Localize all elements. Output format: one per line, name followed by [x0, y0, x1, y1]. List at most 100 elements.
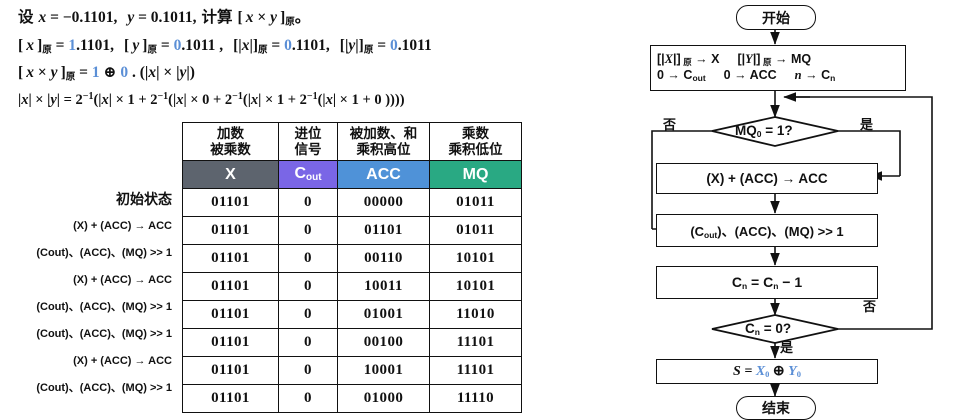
var-cell-acc: ACC: [337, 160, 430, 189]
var-cell-cout: Cout: [278, 160, 338, 189]
table-row: 01101 0 00100 11101: [182, 328, 522, 357]
problem-line-4: |x| × |y| = 2−1(|x| × 1 + 2−1(|x| × 0 + …: [18, 91, 405, 108]
decision1-sub: 0: [756, 129, 762, 140]
cell-cout: 0: [278, 216, 338, 245]
row-label: (X) + (ACC) → ACC: [73, 220, 172, 232]
init-x-assign: [|X|] 原 → X: [657, 52, 720, 68]
table-row: 01101 0 01001 11010: [182, 300, 522, 329]
cell-cout: 0: [278, 188, 338, 217]
cell-acc: 00000: [337, 188, 430, 217]
header-cell-mq: 乘数 乘积低位: [429, 122, 522, 161]
cell-mq: 11110: [429, 384, 522, 413]
flowchart-connectors: [651, 28, 933, 397]
cell-cout: 0: [278, 384, 338, 413]
header-line1: 乘数: [462, 126, 489, 142]
cell-cout: 0: [278, 244, 338, 273]
cell-acc: 01101: [337, 216, 430, 245]
problem-line-2: [ x ]原 = 1.1101,[ y ]原 = 0.1011 ,[|x|]原 …: [18, 37, 432, 56]
header-line2: 被乘数: [210, 141, 251, 157]
row-label: (X) + (ACC) → ACC: [73, 274, 172, 286]
init-row-2: 0 → Cout 0 → ACC n → Cn: [657, 68, 905, 84]
problem-line-3: [ x × y ]原 = 1 ⊕ 0 . (|x| × |y|): [18, 64, 195, 83]
init-y-assign: [|Y|] 原 → MQ: [737, 52, 812, 68]
header-cell-cout: 进位 信号: [278, 122, 338, 161]
header-cell-x: 加数 被乘数: [182, 122, 279, 161]
header-line2: 乘积高位: [356, 141, 411, 157]
cell-acc: 10011: [337, 272, 430, 301]
cell-cout: 0: [278, 356, 338, 385]
cell-x: 01101: [182, 188, 279, 217]
cell-x: 01101: [182, 384, 279, 413]
var-label-acc: ACC: [366, 165, 401, 183]
header-line1: 加数: [217, 126, 244, 142]
cell-acc: 01000: [337, 384, 430, 413]
row-label: 初始状态: [116, 191, 172, 207]
row-label: (X) + (ACC) → ACC: [73, 355, 172, 367]
header-line1: 进位: [294, 126, 322, 142]
table-header-variables: X Cout ACC MQ: [182, 160, 522, 189]
multiplication-flowchart: 开始 [|X|] 原 → X [|Y|] 原 → MQ 0 → Cout 0 →…: [620, 0, 957, 420]
flow-start-label: 开始: [762, 9, 790, 26]
var-cell-mq: MQ: [429, 160, 522, 189]
flow-decrement-label: Cn = Cn − 1: [731, 273, 803, 292]
cell-mq: 01011: [429, 188, 522, 217]
cell-x: 01101: [182, 244, 279, 273]
header-line2: 信号: [294, 141, 322, 157]
cell-acc: 00100: [337, 328, 430, 357]
cell-acc: 01001: [337, 300, 430, 329]
table-row-labels: 初始状态 (X) + (ACC) → ACC (Cout)、(ACC)、(MQ)…: [0, 186, 178, 402]
cell-mq: 11101: [429, 328, 522, 357]
flow-sign-label: S = X0 ⊕ Y0: [733, 364, 801, 380]
row-label: (Cout)、(ACC)、(MQ) >> 1: [36, 247, 172, 259]
row-label: (Cout)、(ACC)、(MQ) >> 1: [36, 301, 172, 313]
cell-x: 01101: [182, 328, 279, 357]
flow-sign-box: S = X0 ⊕ Y0: [656, 359, 878, 384]
decision1-base: MQ: [735, 123, 757, 138]
flow-add-label: (X) + (ACC) → ACC: [706, 171, 828, 186]
cell-cout: 0: [278, 300, 338, 329]
table-row: 01101 0 01000 11110: [182, 384, 522, 413]
table-row: 01101 0 00110 10101: [182, 244, 522, 273]
flow-branch-label-no-2: 否: [863, 299, 877, 314]
table-row: 01101 0 10011 10101: [182, 272, 522, 301]
flow-end-label: 结束: [762, 400, 790, 416]
row-label: (Cout)、(ACC)、(MQ) >> 1: [36, 382, 172, 394]
init-cn-assign: n → Cn: [794, 68, 836, 84]
cell-x: 01101: [182, 272, 279, 301]
var-label-cout: C: [294, 165, 306, 183]
header-line1: 被加数、和: [349, 126, 418, 142]
init-cout-assign: 0 → Cout: [657, 68, 706, 84]
table-row: 01101 0 01101 01011: [182, 216, 522, 245]
header-line2: 乘积低位: [448, 141, 503, 157]
flow-branch-label-yes-1: 是: [860, 117, 874, 132]
cell-mq: 11010: [429, 300, 522, 329]
flow-decision-cn-text: Cn = 0?: [745, 321, 792, 338]
flow-add-box: (X) + (ACC) → ACC: [656, 163, 878, 194]
cell-mq: 10101: [429, 272, 522, 301]
cell-cout: 0: [278, 328, 338, 357]
row-label: (Cout)、(ACC)、(MQ) >> 1: [36, 328, 172, 340]
flow-branch-label-no-1: 否: [663, 117, 677, 132]
cell-mq: 10101: [429, 244, 522, 273]
multiplication-trace-table: 加数 被乘数 进位 信号 被加数、和 乘积高位 乘数 乘积低位 X Cou: [182, 122, 522, 413]
init-row-1: [|X|] 原 → X [|Y|] 原 → MQ: [657, 52, 905, 68]
flow-branch-label-yes-2: 是: [780, 340, 794, 355]
var-label-cout-sub: out: [306, 172, 322, 184]
cell-x: 01101: [182, 356, 279, 385]
flow-init-box: [|X|] 原 → X [|Y|] 原 → MQ 0 → Cout 0 → AC…: [650, 45, 906, 91]
var-label-x: X: [225, 165, 236, 183]
flow-start-terminator: 开始: [736, 5, 816, 30]
flow-decrement-box: Cn = Cn − 1: [656, 266, 878, 299]
cell-x: 01101: [182, 216, 279, 245]
cell-acc: 00110: [337, 244, 430, 273]
cell-acc: 10001: [337, 356, 430, 385]
cell-mq: 01011: [429, 216, 522, 245]
flow-shift-label: (Cout)、(ACC)、(MQ) >> 1: [690, 223, 844, 241]
var-label-mq: MQ: [462, 165, 489, 183]
flow-shift-box: (Cout)、(ACC)、(MQ) >> 1: [656, 214, 878, 247]
decision1-tail: = 1?: [761, 123, 793, 138]
flow-end-terminator: 结束: [736, 396, 816, 420]
init-acc-assign: 0 → ACC: [723, 68, 777, 82]
